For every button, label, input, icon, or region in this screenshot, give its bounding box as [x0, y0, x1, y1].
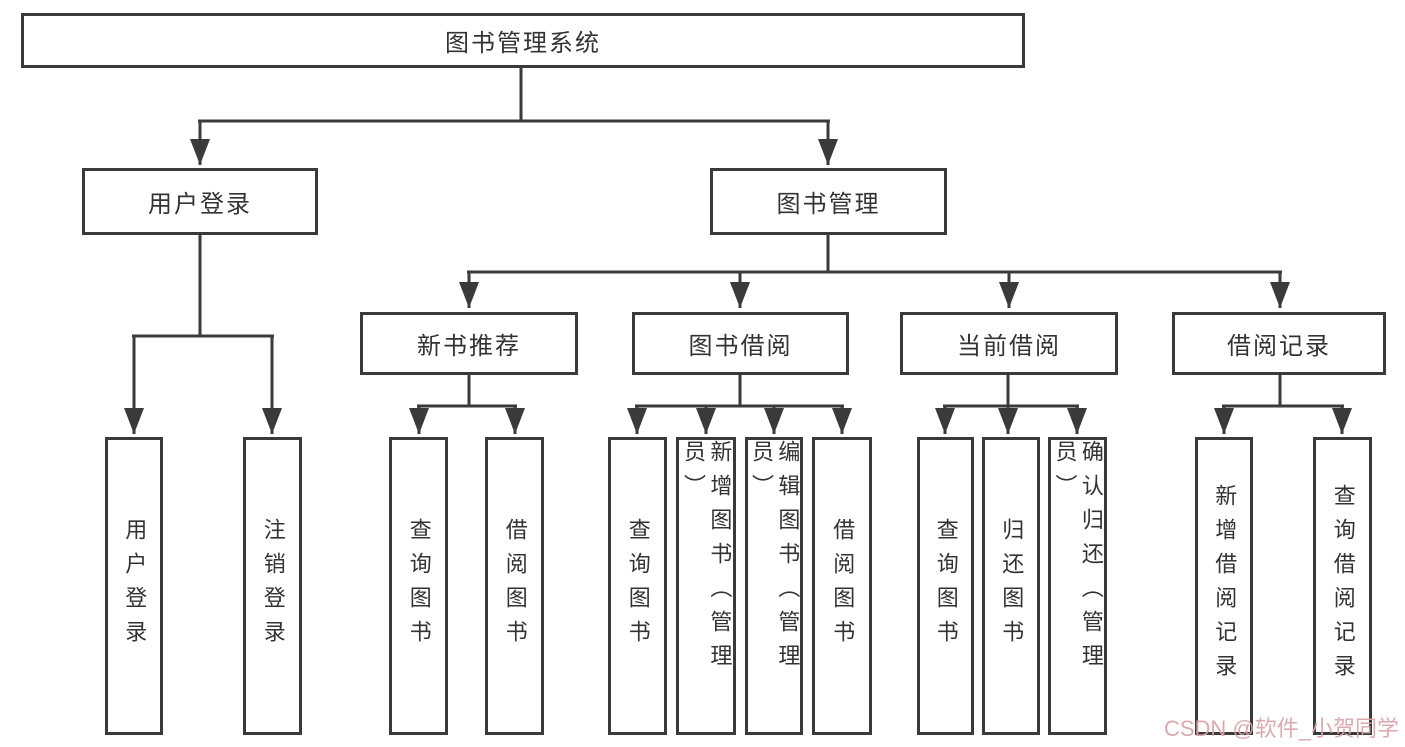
node-book-management: 图书管理 [710, 168, 947, 235]
leaf-borrow-query-books: 查询图书 [608, 437, 667, 735]
node-label: 借阅图书 [502, 518, 528, 654]
leaf-user-login: 用户登录 [105, 437, 163, 735]
node-current-borrow: 当前借阅 [900, 312, 1118, 375]
node-label: 图书管理系统 [445, 30, 601, 57]
node-label: 借阅图书 [830, 518, 856, 654]
leaf-add-borrow-record: 新增借阅记录 [1195, 437, 1253, 735]
node-book-borrow: 图书借阅 [632, 312, 849, 375]
node-label: 用户登录 [122, 518, 148, 654]
node-label: 图书借阅 [688, 333, 793, 360]
leaf-current-query-books: 查询图书 [917, 437, 974, 735]
csdn-watermark: CSDN @软件_小贺同学 [1163, 716, 1399, 741]
leaf-edit-books-admin: 编辑图书（管理员） [745, 437, 803, 735]
node-label: 查询借阅记录 [1330, 484, 1356, 688]
leaf-newbook-query-books: 查询图书 [389, 437, 448, 735]
node-borrow-record: 借阅记录 [1172, 312, 1386, 375]
leaf-query-borrow-record: 查询借阅记录 [1313, 437, 1372, 735]
node-label: 查询图书 [933, 518, 959, 654]
node-label: 图书管理 [776, 191, 881, 218]
node-label: 编辑图书（管理员） [749, 440, 801, 678]
node-label: 新增图书（管理员） [681, 440, 733, 678]
node-label: 当前借阅 [957, 333, 1061, 360]
node-label: 查询图书 [625, 518, 651, 654]
node-label: 确认归还（管理员） [1052, 440, 1104, 678]
node-label: 新书推荐 [417, 333, 521, 360]
leaf-return-books: 归还图书 [982, 437, 1040, 735]
leaf-confirm-return-admin: 确认归还（管理员） [1048, 437, 1107, 735]
node-library-management-system: 图书管理系统 [21, 13, 1025, 68]
node-label: 用户登录 [148, 191, 252, 218]
node-label: 归还图书 [999, 518, 1025, 654]
leaf-logout: 注销登录 [243, 437, 302, 735]
node-label: 借阅记录 [1227, 333, 1331, 360]
node-label: 查询图书 [406, 518, 432, 654]
node-user-login: 用户登录 [82, 168, 318, 235]
leaf-borrow-books: 借阅图书 [812, 437, 872, 735]
node-label: 注销登录 [260, 518, 286, 654]
node-new-book-recommend: 新书推荐 [360, 312, 578, 375]
leaf-newbook-borrow-books: 借阅图书 [485, 437, 544, 735]
leaf-add-books-admin: 新增图书（管理员） [676, 437, 736, 735]
node-label: 新增借阅记录 [1212, 484, 1238, 688]
